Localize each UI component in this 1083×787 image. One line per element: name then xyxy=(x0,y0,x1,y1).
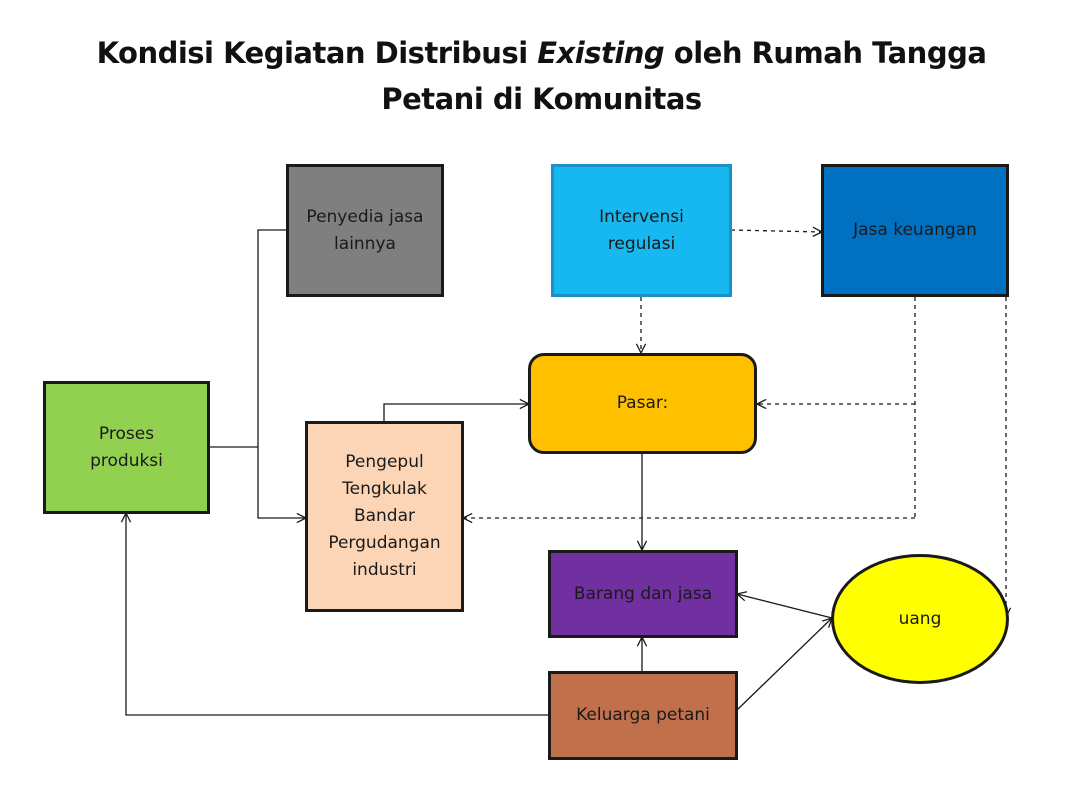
node-keluarga-petani-label: Keluarga petani xyxy=(576,705,710,725)
title-text-start: Kondisi Kegiatan Distribusi xyxy=(96,36,538,70)
node-proses-produksi: Proses produksi xyxy=(43,381,210,514)
node-intervensi-regulasi-label: Intervensi regulasi xyxy=(599,206,684,254)
node-penyedia-jasa-lainnya-label: Penyedia jasa lainnya xyxy=(306,206,424,254)
node-proses-produksi-label: Proses produksi xyxy=(90,423,163,471)
arrow-keluarga-to-proses xyxy=(126,513,549,716)
node-jasa-keuangan: Jasa keuangan xyxy=(821,164,1009,297)
title-text-italic: Existing xyxy=(537,36,665,70)
node-keluarga-petani: Keluarga petani xyxy=(548,671,738,760)
node-pasar: Pasar: xyxy=(528,353,757,454)
diagram-title: Kondisi Kegiatan Distribusi Existing ole… xyxy=(60,30,1023,122)
arrow-branch-to-pengepul xyxy=(257,447,306,518)
node-uang-label: uang xyxy=(898,608,942,629)
arrow-pengepul-to-pasar xyxy=(383,404,529,423)
arrow-keluarga-to-uang xyxy=(736,618,832,711)
node-penyedia-jasa-lainnya: Penyedia jasa lainnya xyxy=(286,164,444,297)
node-barang-dan-jasa: Barang dan jasa xyxy=(548,550,738,638)
node-barang-dan-jasa-label: Barang dan jasa xyxy=(573,583,713,604)
title-text-end: oleh Rumah Tangga Petani di Komunitas xyxy=(381,36,987,116)
node-intervensi-regulasi: Intervensi regulasi xyxy=(551,164,732,297)
node-uang: uang xyxy=(831,554,1009,684)
node-pengepul-label: Pengepul Tengkulak Bandar Pergudangan in… xyxy=(328,452,441,580)
arrow-intervensi-to-keuangan xyxy=(730,230,822,232)
line-branch-to-penyedia xyxy=(257,229,287,447)
node-jasa-keuangan-label: Jasa keuangan xyxy=(853,220,977,240)
node-pasar-label: Pasar: xyxy=(616,393,669,413)
arrow-uang-to-barang xyxy=(737,594,833,619)
node-pengepul: Pengepul Tengkulak Bandar Pergudangan in… xyxy=(305,421,464,612)
